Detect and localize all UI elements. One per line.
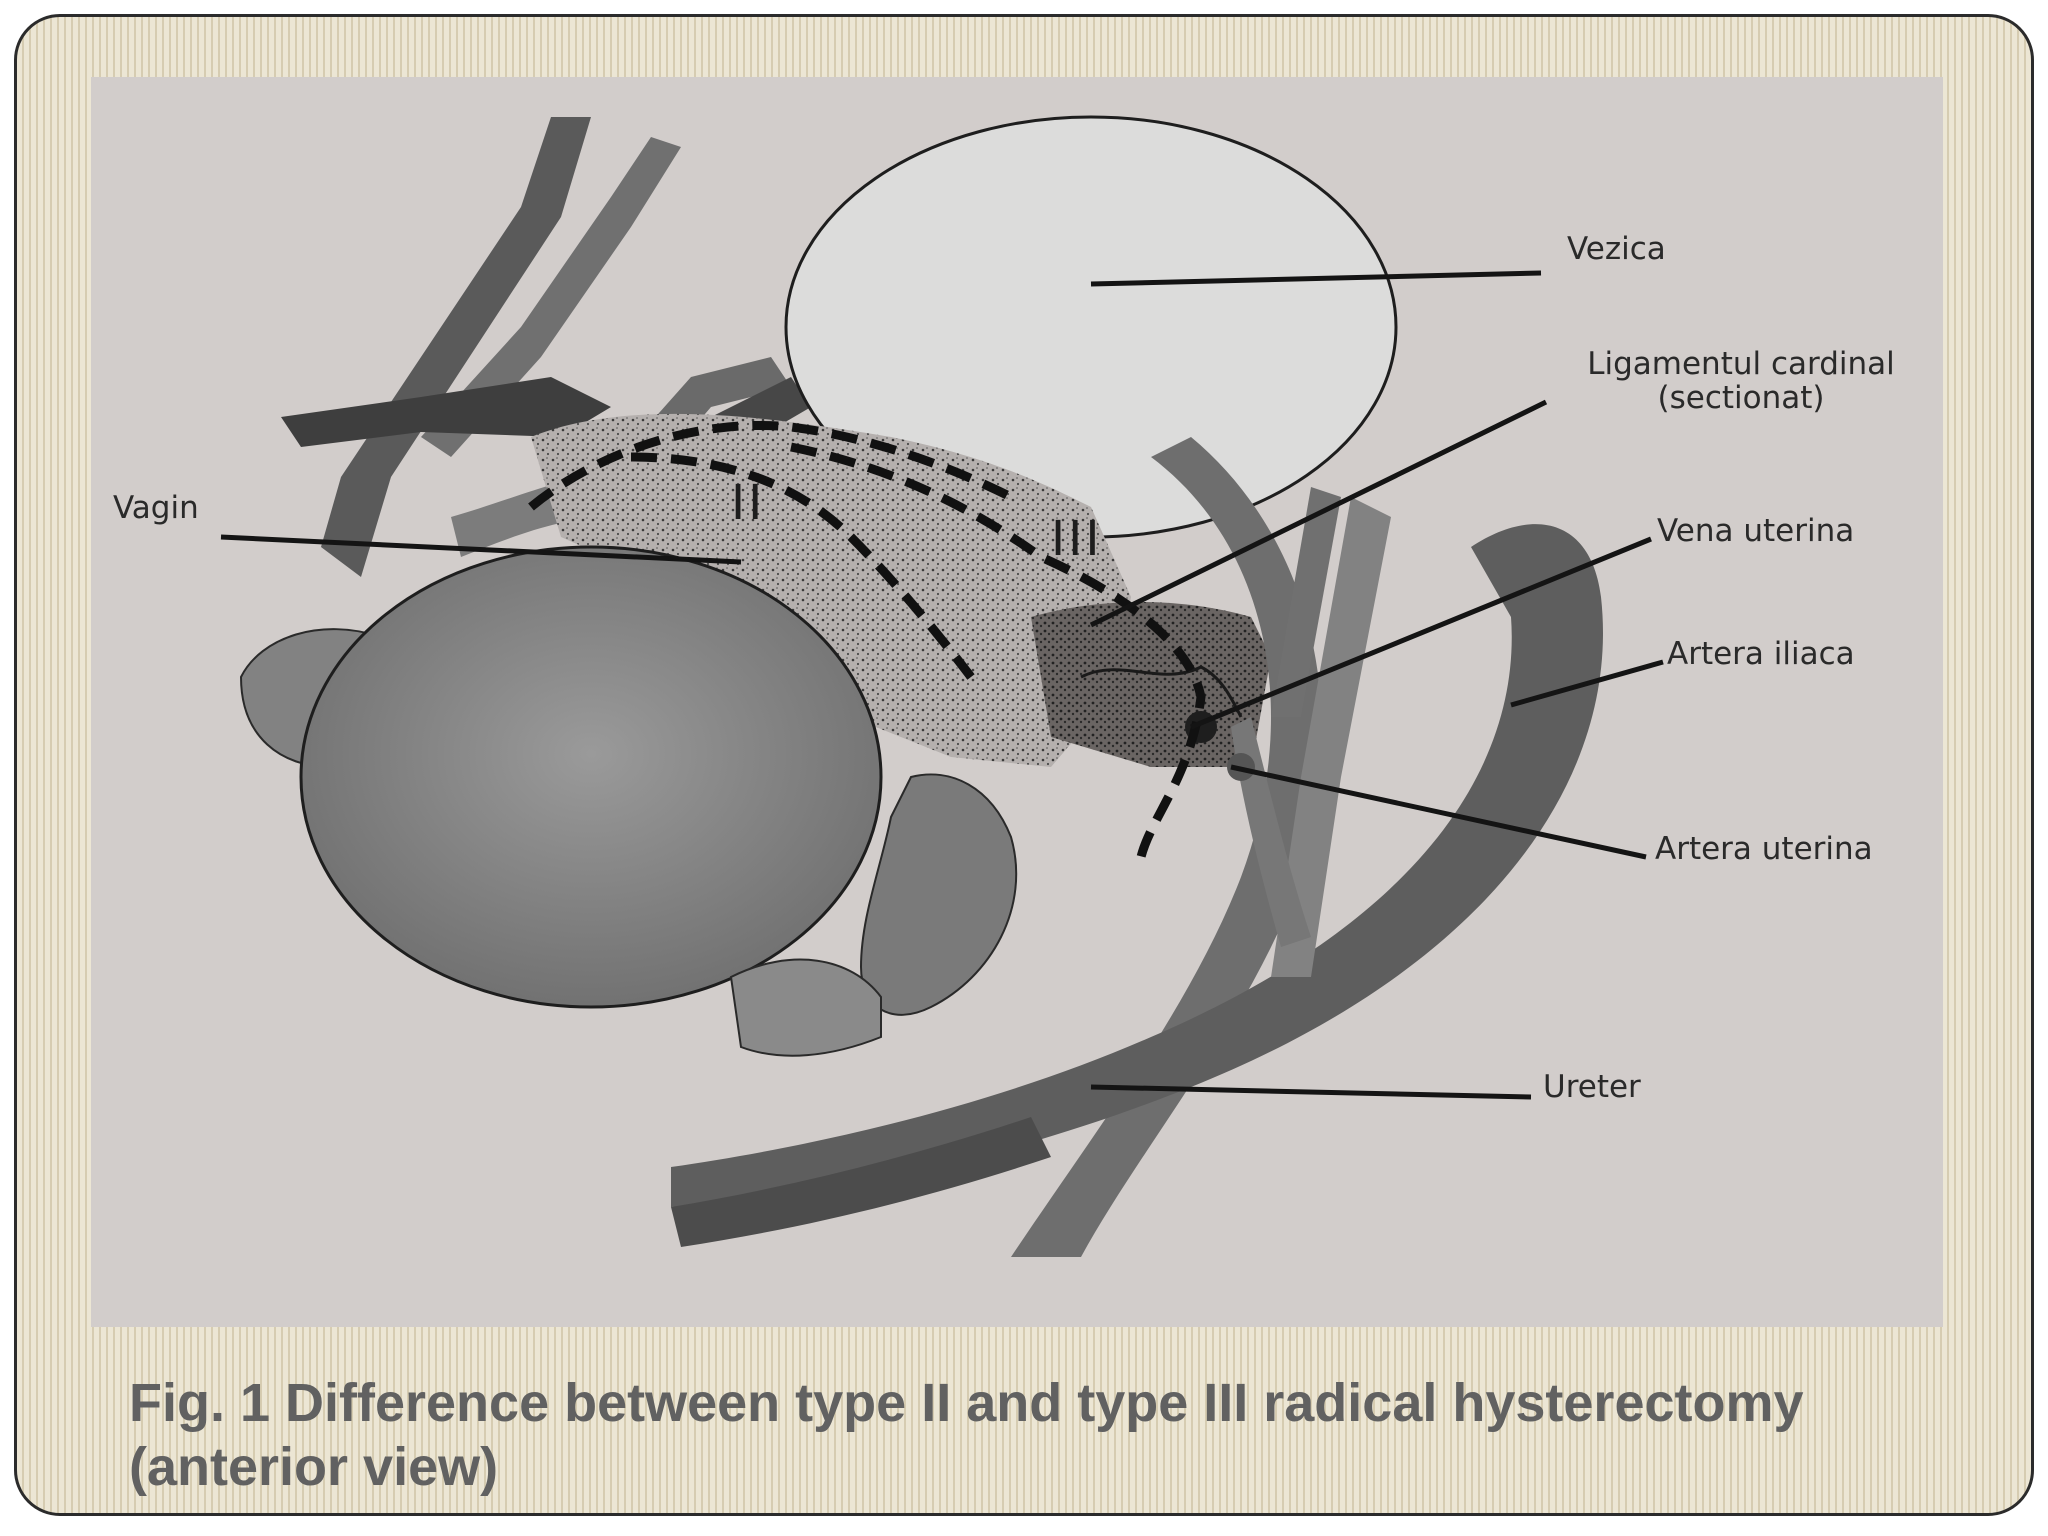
marker-type-iii: III [1051, 511, 1103, 567]
label-vagin: Vagin [113, 490, 199, 526]
figure-caption: Fig. 1 Difference between type II and ty… [129, 1371, 1949, 1499]
label-artera-uterina: Artera uterina [1655, 831, 1873, 867]
caption-line1: Fig. 1 Difference between type II and ty… [129, 1373, 1804, 1433]
label-ureter: Ureter [1543, 1069, 1641, 1105]
caption-line2: (anterior view) [129, 1437, 499, 1497]
anatomy-figure: Vezica Ligamentul cardinal (sectionat) V… [91, 77, 1943, 1327]
vagina-tissue [531, 413, 1131, 767]
marker-type-ii: II [731, 475, 766, 531]
right-ovary [859, 773, 1018, 1016]
slide-frame: Vezica Ligamentul cardinal (sectionat) V… [14, 14, 2034, 1516]
label-ligament-line1: Ligamentul cardinal [1587, 346, 1895, 382]
label-vezica: Vezica [1567, 231, 1666, 267]
iliac-artery [671, 524, 1603, 1207]
label-artera-iliaca: Artera iliaca [1667, 636, 1855, 672]
resection-lines [528, 420, 1206, 859]
anatomy-illustration [220, 115, 1664, 1257]
label-vena-uterina: Vena uterina [1657, 513, 1855, 549]
label-ligament-line2: (sectionat) [1657, 380, 1825, 417]
leader-lines [220, 270, 1664, 1100]
uterus-shape [299, 545, 883, 1009]
label-ligament-cardinal: Ligamentul cardinal (sectionat) [1561, 347, 1921, 415]
